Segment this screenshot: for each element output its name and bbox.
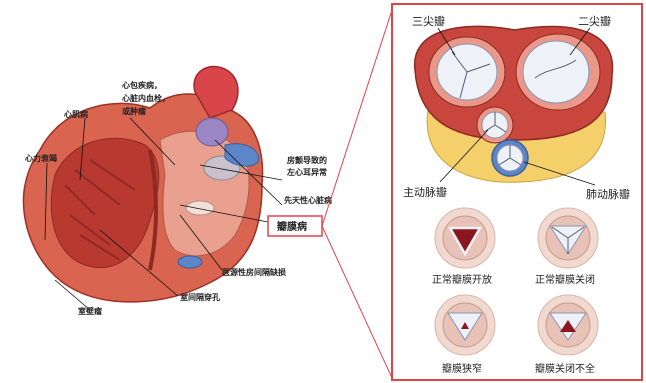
mitral-valve-ring — [186, 201, 214, 215]
label-pulmonary: 肺动脉瓣 — [586, 187, 630, 201]
label-pericardial-2: 心脏内血栓， — [122, 93, 170, 103]
valve-stenosis — [435, 295, 495, 355]
label-congenital: 先天性心脏病 — [284, 195, 332, 205]
label-valve-disease: 瓣膜病 — [277, 220, 307, 233]
valve-top-view — [415, 26, 613, 182]
valve-normal-closed — [538, 208, 598, 268]
label-atrial-1: 房颤导致的 — [287, 155, 327, 165]
mitral-valve — [523, 41, 589, 103]
label-aortic: 主动脉瓣 — [403, 185, 447, 199]
label-mitral: 二尖瓣 — [578, 14, 611, 28]
label-asd: 医源性房间隔缺损 — [222, 267, 286, 277]
label-vsd: 室间隔穿孔 — [180, 292, 220, 302]
label-heart-failure: 心力衰竭 — [25, 153, 57, 163]
callout-connectors — [322, 10, 392, 378]
label-tricuspid: 三尖瓣 — [412, 14, 445, 28]
valve-normal-open — [435, 208, 495, 268]
label-atrial-2: 左心耳异常 — [286, 167, 327, 177]
label-cardiomyopathy: 心肌病 — [64, 109, 88, 119]
label-regurgitation: 瓣膜关闭不全 — [535, 362, 595, 375]
label-stenosis: 瓣膜狭窄 — [442, 362, 482, 375]
valve-regurgitation — [538, 295, 598, 355]
valve-panel: 三尖瓣 二尖瓣 主动脉瓣 肺动脉瓣 — [392, 4, 642, 380]
coronary-vein — [178, 256, 202, 268]
label-pericardial-1: 心包疾病， — [122, 80, 162, 90]
heart-illustration: 心力衰竭 心肌病 心包疾病， 心脏内血栓， 或肿瘤 房颤导致的 左心耳异常 先天… — [23, 67, 332, 316]
label-aneurysm: 室壁瘤 — [78, 306, 102, 316]
label-pericardial-3: 或肿瘤 — [122, 106, 146, 116]
label-normal-open: 正常瓣膜开放 — [432, 273, 492, 286]
pulmonary-vessel — [196, 118, 228, 146]
label-normal-closed: 正常瓣膜关闭 — [535, 273, 595, 286]
